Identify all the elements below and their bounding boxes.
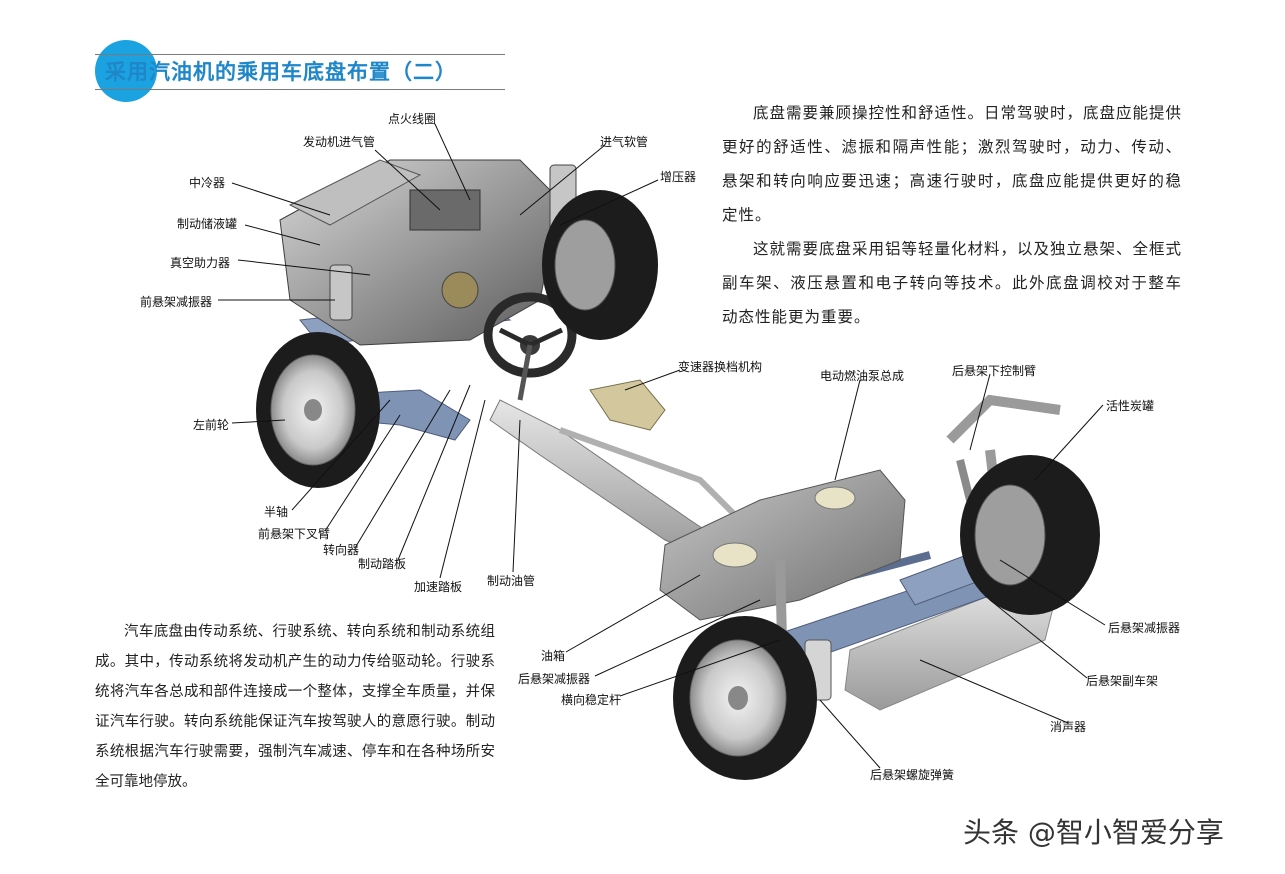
shift-mechanism-shape <box>589 379 666 431</box>
intro-left-paragraph: 汽车底盘由传动系统、行驶系统、转向系统和制动系统组成。其中，传动系统将发动机产生… <box>95 624 495 790</box>
label-vacuum-booster: 真空助力器 <box>170 256 231 270</box>
intro-right: 底盘需要兼顾操控性和舒适性。日常驾驶时，底盘应能提供更好的舒适性、滤振和隔声性能… <box>722 96 1182 334</box>
label-front-shock-absorber: 前悬架减振器 <box>140 295 213 309</box>
title-block: 采用汽油机的乘用车底盘布置（二） <box>95 40 505 102</box>
label-engine-intake-pipe: 发动机进气管 <box>303 135 376 149</box>
intro-right-paragraph-2: 这就需要底盘采用铝等轻量化材料，以及独立悬架、全框式副车架、液压悬置和电子转向等… <box>722 240 1183 326</box>
wheel-left-front <box>256 332 380 488</box>
title-rule-bottom <box>95 89 505 90</box>
label-steering-gear: 转向器 <box>323 543 360 557</box>
watermark: 头条 @智小智爱分享 <box>963 816 1224 849</box>
label-gear-shift-mechanism: 变速器换档机构 <box>678 360 763 374</box>
intro-right-paragraph-1: 底盘需要兼顾操控性和舒适性。日常驾驶时，底盘应能提供更好的舒适性、滤振和隔声性能… <box>722 104 1183 224</box>
intro-left: 汽车底盘由传动系统、行驶系统、转向系统和制动系统组成。其中，传动系统将发动机产生… <box>95 617 495 797</box>
wheel-left-rear <box>673 616 817 780</box>
label-brake-pedal: 制动踏板 <box>358 557 407 571</box>
leader-lines <box>218 123 1106 769</box>
label-rear-lower-control-arm: 后悬架下控制臂 <box>952 364 1037 378</box>
label-half-shaft: 半轴 <box>264 505 289 519</box>
wheel-right-rear <box>960 455 1100 615</box>
wheel-right-front <box>542 190 658 340</box>
label-rear-shock-absorber-left: 后悬架减振器 <box>518 672 591 686</box>
title-accent-circle <box>95 40 157 102</box>
steering-wheel <box>483 292 577 401</box>
label-ignition-coil: 点火线圈 <box>388 112 437 126</box>
label-turbocharger: 增压器 <box>660 170 697 184</box>
label-intake-hose: 进气软管 <box>600 135 649 149</box>
label-brake-line: 制动油管 <box>487 574 536 588</box>
label-rear-subframe: 后悬架副车架 <box>1086 674 1159 688</box>
label-carbon-canister: 活性炭罐 <box>1106 399 1155 413</box>
label-stabilizer-bar: 横向稳定杆 <box>561 693 622 707</box>
label-accelerator-pedal: 加速踏板 <box>414 580 463 594</box>
label-rear-shock-absorber-right: 后悬架减振器 <box>1108 621 1181 635</box>
label-intercooler: 中冷器 <box>189 176 226 190</box>
label-rear-coil-spring: 后悬架螺旋弹簧 <box>870 768 955 782</box>
label-fuel-tank: 油箱 <box>541 649 566 663</box>
label-brake-fluid-reservoir: 制动储液罐 <box>177 217 238 231</box>
label-left-front-wheel: 左前轮 <box>193 418 230 432</box>
engine-block <box>279 159 561 346</box>
page-title: 采用汽油机的乘用车底盘布置（二） <box>105 60 457 84</box>
fuel-tank-shape <box>659 469 906 621</box>
title-rule-top <box>95 54 505 55</box>
label-electric-fuel-pump: 电动燃油泵总成 <box>820 369 905 383</box>
label-muffler: 消声器 <box>1050 720 1087 734</box>
label-front-lower-control-arm: 前悬架下叉臂 <box>258 527 331 541</box>
